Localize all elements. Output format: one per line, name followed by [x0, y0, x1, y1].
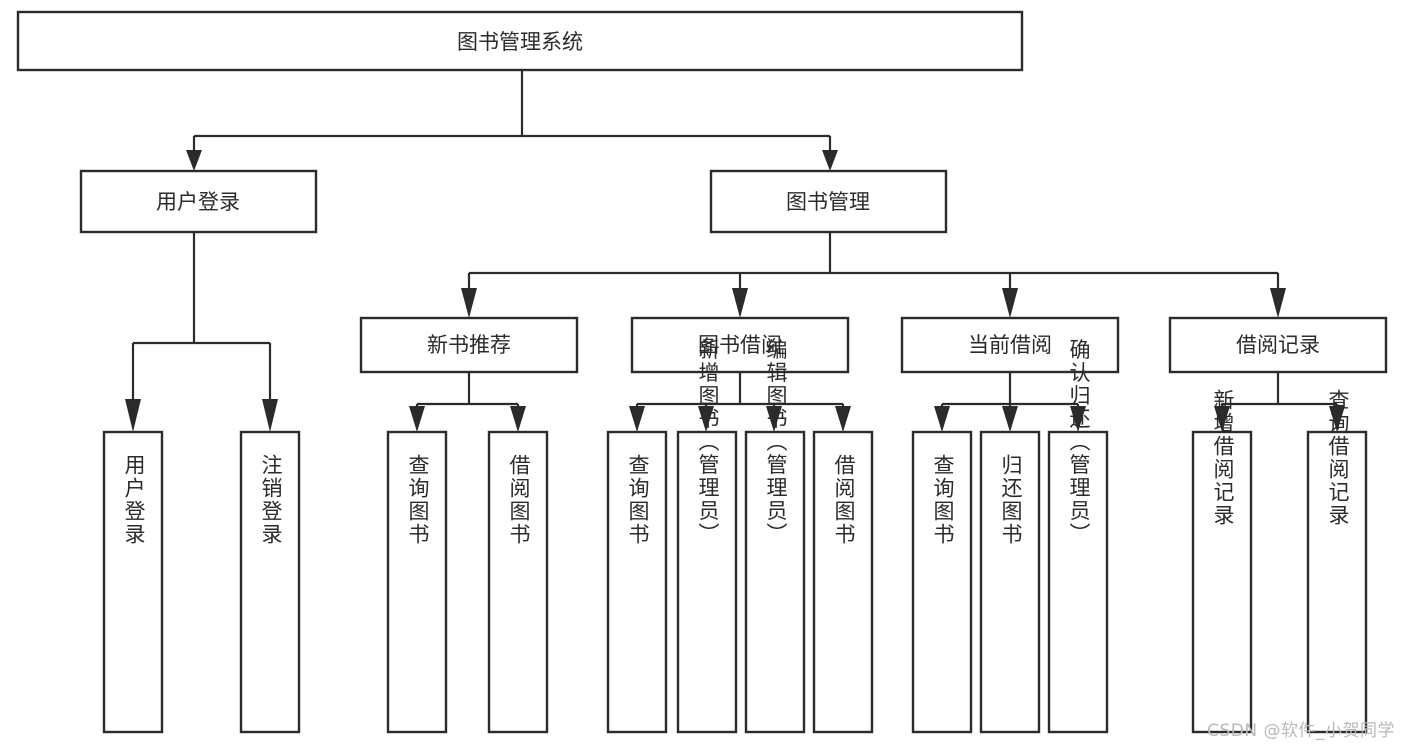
node-leaf-logout-login-label: 注销登录 [259, 454, 283, 546]
node-leaf-user-login[interactable]: 用户登录 [102, 430, 164, 734]
arrowhead-current-borrow [1002, 288, 1018, 318]
arrowhead-new-book-recommend [461, 288, 477, 318]
node-leaf-borrow-book-2-label: 借阅图书 [832, 454, 856, 546]
node-book-borrow[interactable]: 图书借阅 [630, 316, 850, 374]
node-leaf-add-record-label: 新增借阅记录 [1211, 389, 1235, 527]
node-leaf-confirm-return[interactable]: 确认归还（管理员） [1047, 339, 1109, 734]
node-borrow-record-label: 借阅记录 [1236, 333, 1320, 357]
node-leaf-query-record[interactable]: 查询借阅记录 [1306, 389, 1368, 734]
node-root[interactable]: 图书管理系统 [16, 10, 1024, 72]
arrowhead-leaf-logout [262, 399, 278, 432]
node-book-borrow-label: 图书借阅 [698, 333, 782, 357]
arrowhead-borrow-record [1270, 288, 1286, 318]
node-leaf-query-book-3-label: 查询图书 [931, 454, 955, 546]
node-leaf-query-book-3-box[interactable] [911, 430, 973, 734]
node-leaf-query-book-2[interactable]: 查询图书 [606, 430, 668, 734]
node-leaf-edit-book[interactable]: 编辑图书（管理员） [744, 339, 806, 734]
node-book-borrow-box[interactable] [630, 316, 850, 374]
node-leaf-borrow-book-2-box[interactable] [812, 430, 874, 734]
node-book-management-box[interactable] [709, 169, 948, 234]
node-leaf-edit-book-label: 编辑图书（管理员） [764, 339, 788, 546]
node-user-login[interactable]: 用户登录 [79, 169, 318, 234]
arrowhead-add-record [1214, 406, 1230, 432]
arrowhead-book-borrow [732, 288, 748, 318]
node-current-borrow[interactable]: 当前借阅 [900, 316, 1120, 374]
node-leaf-query-book-3[interactable]: 查询图书 [911, 430, 973, 734]
node-leaf-user-login-label: 用户登录 [122, 454, 146, 546]
node-root-box[interactable] [16, 10, 1024, 72]
node-new-book-recommend-label: 新书推荐 [427, 333, 511, 357]
arrowhead-query-book-3 [934, 406, 950, 432]
arrowhead-return-book [1002, 406, 1018, 432]
node-new-book-recommend[interactable]: 新书推荐 [359, 316, 579, 374]
node-book-management[interactable]: 图书管理 [709, 169, 948, 234]
arrowhead-book-management [822, 150, 838, 171]
node-leaf-add-record[interactable]: 新增借阅记录 [1191, 389, 1253, 734]
node-leaf-user-login-box[interactable] [102, 430, 164, 734]
node-current-borrow-box[interactable] [900, 316, 1120, 374]
node-leaf-query-book-2-box[interactable] [606, 430, 668, 734]
node-leaf-add-book[interactable]: 新增图书（管理员） [676, 339, 738, 734]
node-book-management-label: 图书管理 [786, 190, 870, 214]
node-leaf-query-book-1[interactable]: 查询图书 [386, 430, 448, 734]
node-current-borrow-label: 当前借阅 [968, 333, 1052, 357]
node-leaf-borrow-book-2[interactable]: 借阅图书 [812, 430, 874, 734]
node-leaf-borrow-book-1-box[interactable] [487, 430, 549, 734]
csdn-watermark: CSDN @软件_小贺同学 [1207, 721, 1395, 741]
node-user-login-box[interactable] [79, 169, 318, 234]
arrowhead-user-login [186, 150, 202, 171]
node-leaf-query-record-label: 查询借阅记录 [1326, 389, 1350, 527]
node-leaf-borrow-book-1[interactable]: 借阅图书 [487, 430, 549, 734]
arrowhead-leaf-user-login [125, 399, 141, 432]
node-leaf-confirm-return-label: 确认归还（管理员） [1067, 339, 1091, 546]
node-leaf-return-book-box[interactable] [979, 430, 1041, 734]
arrowhead-query-book-2 [629, 406, 645, 432]
node-leaf-query-record-box[interactable] [1306, 430, 1368, 734]
node-leaf-return-book-label: 归还图书 [999, 454, 1023, 546]
node-new-book-recommend-box[interactable] [359, 316, 579, 374]
node-leaf-confirm-return-box[interactable] [1047, 430, 1109, 734]
node-leaf-add-book-box[interactable] [676, 430, 738, 734]
arrowhead-borrow-book-2 [835, 406, 851, 432]
node-leaf-add-record-box[interactable] [1191, 430, 1253, 734]
node-leaf-borrow-book-1-label: 借阅图书 [507, 454, 531, 546]
connector-layer [125, 70, 1345, 432]
node-root-label: 图书管理系统 [457, 30, 583, 54]
node-leaf-query-book-1-label: 查询图书 [406, 454, 430, 546]
arrowhead-query-book-1 [409, 406, 425, 432]
arrowhead-borrow-book-1 [510, 406, 526, 432]
node-leaf-return-book[interactable]: 归还图书 [979, 430, 1041, 734]
node-leaf-edit-book-box[interactable] [744, 430, 806, 734]
node-leaf-logout-login[interactable]: 注销登录 [239, 430, 301, 734]
arrowhead-add-book [698, 406, 714, 432]
node-borrow-record-box[interactable] [1168, 316, 1388, 374]
node-leaf-query-book-1-box[interactable] [386, 430, 448, 734]
arrowhead-edit-book [766, 406, 782, 432]
node-leaf-query-book-2-label: 查询图书 [626, 454, 650, 546]
node-leaf-logout-login-box[interactable] [239, 430, 301, 734]
node-user-login-label: 用户登录 [156, 190, 240, 214]
node-leaf-add-book-label: 新增图书（管理员） [696, 339, 720, 546]
arrowhead-confirm-return [1070, 406, 1086, 432]
arrowhead-query-record [1329, 406, 1345, 432]
node-borrow-record[interactable]: 借阅记录 [1168, 316, 1388, 374]
